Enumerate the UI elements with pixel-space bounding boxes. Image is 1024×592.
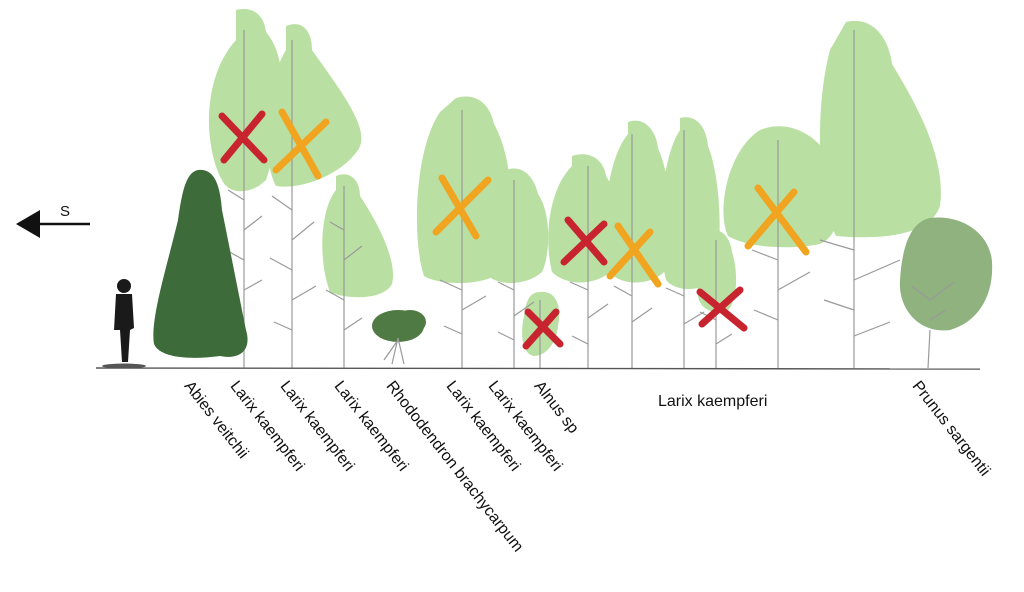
trunks	[225, 30, 901, 368]
shrub-rhododendron	[372, 310, 426, 365]
label-larix-6: Larix kaempferi	[658, 393, 768, 410]
larix-crowns	[208, 8, 941, 356]
crown-larix6e	[723, 126, 841, 248]
crown-abies	[153, 169, 248, 358]
crown-larix3	[322, 174, 394, 298]
ground-line	[95, 367, 981, 370]
crown-larix2	[266, 24, 362, 187]
crown-larix6a	[548, 154, 620, 283]
person-silhouette	[102, 279, 146, 369]
cross-mark-yellow	[606, 222, 662, 288]
direction-arrow	[16, 210, 90, 238]
cross-marks	[218, 108, 810, 350]
cross-mark-yellow	[272, 108, 330, 180]
direction-label: S	[60, 203, 71, 220]
cross-mark-yellow	[432, 174, 492, 240]
crown-larix1	[208, 8, 283, 192]
cross-mark-red	[522, 308, 564, 350]
cross-mark-yellow	[744, 184, 810, 256]
crown-larix6d	[697, 230, 737, 313]
tree-prunus	[899, 217, 993, 369]
cross-mark-red	[560, 216, 608, 266]
cross-mark-red	[218, 110, 268, 164]
crown-larix5	[485, 168, 549, 284]
cross-mark-red	[696, 286, 748, 332]
crown-larix6f	[819, 20, 941, 238]
crown-larix6b	[605, 120, 672, 283]
